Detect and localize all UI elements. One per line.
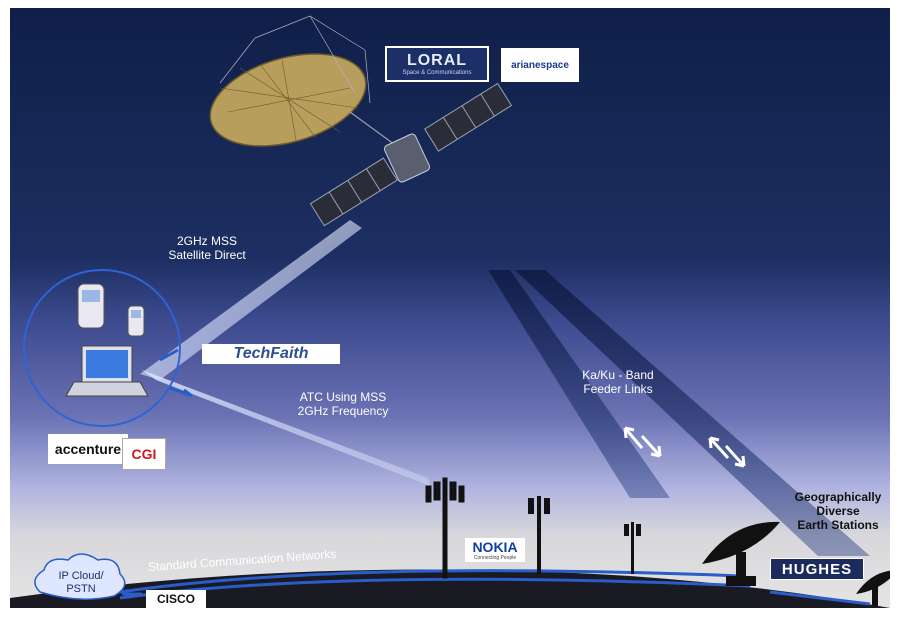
atc-label: ATC Using MSS 2GHz Frequency [297,390,389,418]
satellite [309,82,513,227]
ip-cloud-label: IP Cloud/ PSTN [58,570,104,595]
cgi-logo: CGI [122,438,166,470]
ip-cloud-icon [34,553,126,600]
arianespace-logo-text: arianespace [511,59,569,71]
feeder-beam-1 [488,270,670,498]
sky-background [10,8,890,608]
cloud-arrow-icon [121,588,142,596]
feeder-beam-2 [515,270,870,556]
earth-station-dish-large [702,521,780,586]
earth-station-dish-small [856,570,890,606]
feeder-links-label: Ka/Ku - Band Feeder Links [582,368,654,396]
nokia-logo: NOKIA Connecting People [465,538,525,562]
techfaith-logo: TechFaith [202,344,340,364]
user-devices-circle [23,269,181,427]
cgi-logo-text: CGI [131,446,157,462]
cell-tower-3 [624,522,641,574]
mss-direct-label: 2GHz MSS Satellite Direct [168,234,246,262]
techfaith-logo-text: TechFaith [233,345,309,362]
accenture-logo: accenture [48,434,128,464]
loral-logo-subtext: Space & Communications [402,70,472,76]
feeder-arrows-icon [623,426,746,468]
link-arrow-up-icon [159,348,179,362]
phone-large-icon [77,283,105,329]
hughes-logo-text: HUGHES [781,560,853,578]
laptop-icon [65,345,149,397]
loral-logo: LORAL Space & Communications [385,46,489,82]
nokia-logo-text: NOKIA [472,539,518,555]
phone-small-icon [127,305,145,337]
cisco-logo: CISCO [146,590,206,608]
arianespace-logo: arianespace [501,48,579,82]
network-scene [10,8,890,608]
cell-tower-1 [425,477,465,579]
mss-direct-beam [140,220,362,380]
diagram-stage: 2GHz MSS Satellite Direct ATC Using MSS … [10,8,890,608]
atc-beam [142,370,430,486]
nokia-logo-subtext: Connecting People [473,555,517,561]
network-link-3 [769,590,871,606]
cell-tower-2 [528,496,550,574]
hughes-logo: HUGHES [770,558,864,580]
cisco-logo-text: CISCO [156,592,195,606]
accenture-logo-text: accenture [54,441,122,457]
link-arrow-down-icon [169,386,193,398]
earth-stations-label: Geographically Diverse Earth Stations [794,490,882,532]
loral-logo-text: LORAL [406,52,468,69]
